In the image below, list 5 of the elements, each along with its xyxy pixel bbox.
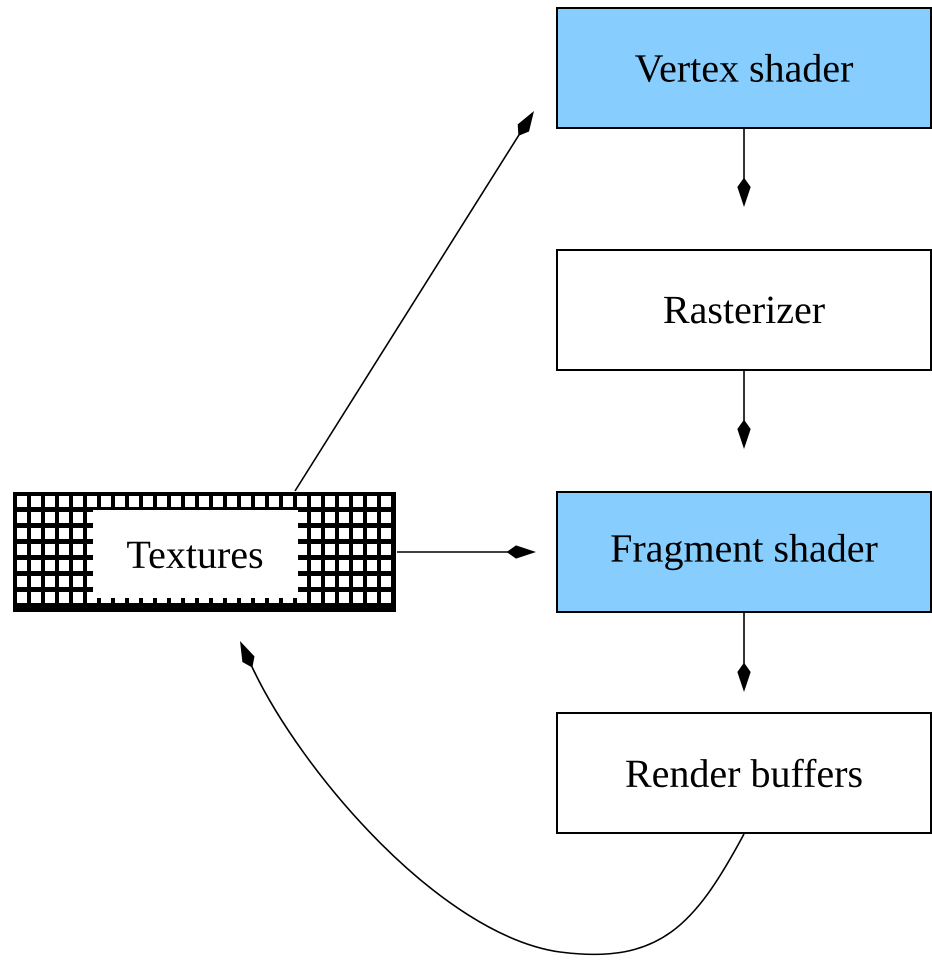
process-box: Fragment shader bbox=[556, 491, 932, 613]
texture-box: Textures bbox=[13, 492, 396, 612]
process-box: Render buffers bbox=[556, 712, 932, 834]
process-box: Vertex shader bbox=[556, 7, 932, 129]
process-box: Rasterizer bbox=[556, 249, 932, 371]
